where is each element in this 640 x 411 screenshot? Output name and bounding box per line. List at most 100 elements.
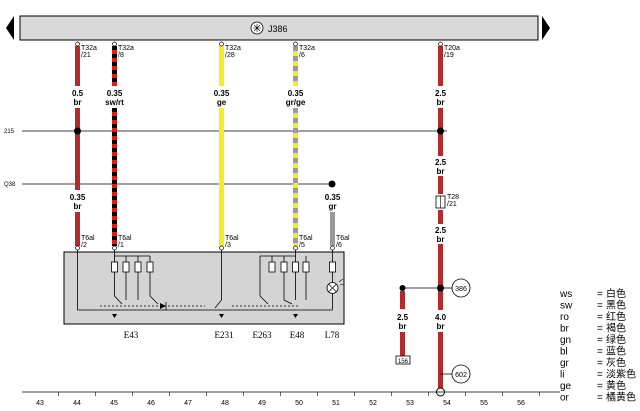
relay-pin-48 (219, 41, 224, 47)
bus-label-215: 215 (4, 129, 15, 135)
switch-conn-48-pin: /3 (225, 242, 231, 249)
legend-eq: = (597, 335, 603, 346)
relay-pin-44 (75, 41, 80, 47)
legend-eq: = (597, 393, 603, 404)
legend-label: 蓝色 (606, 345, 626, 358)
legend-eq: = (597, 289, 603, 300)
switch-pin-48 (219, 245, 224, 251)
column-number: 54 (443, 400, 451, 407)
legend-label: 绿色 (606, 333, 626, 346)
wire-54-seg-4 (438, 210, 443, 224)
j386-bar: J386 (6, 15, 550, 41)
legend-code: ws (559, 289, 572, 300)
legend-code: ge (560, 381, 572, 392)
legend-code: bl (560, 347, 568, 358)
control-unit-symbol-mark (253, 24, 261, 32)
bus-label-q38: Q38 (4, 182, 16, 188)
component-e231: E231 (215, 330, 234, 340)
switch-conn-45-pin: /1 (118, 242, 124, 249)
wire-50-seg-low (293, 108, 298, 246)
w54-top-gauge: 2.5 (435, 89, 447, 98)
w54-low-color: br (437, 235, 445, 244)
wire-51 (328, 180, 336, 246)
relay-pin-54 (438, 41, 443, 47)
w45-gauge: 0.35 (107, 89, 123, 98)
j386-bar-body (19, 15, 539, 41)
w45-color: sw/rt (105, 98, 124, 107)
w54-top-color: br (437, 98, 445, 107)
legend-label: 黑色 (606, 299, 626, 312)
w50-gauge: 0.35 (288, 89, 304, 98)
legend-code: ro (560, 312, 569, 323)
column-number: 51 (332, 400, 340, 407)
wire-51-seg (330, 212, 335, 246)
relay-conn-54-name: T20a (444, 45, 460, 52)
w44-top-color: br (74, 98, 82, 107)
ground-386-circle (451, 278, 471, 298)
wire-54-seg-1 (438, 46, 443, 86)
lamp-cross (328, 283, 337, 293)
w54-low-gauge: 2.5 (435, 226, 447, 235)
switch-conn-51-pin: /6 (336, 242, 342, 249)
wire-53-seg-low (400, 332, 405, 356)
w50-color: gr/ge (286, 98, 306, 107)
legend-code: br (560, 324, 570, 335)
relay-conn-44-name: T32a (81, 45, 97, 52)
legend-label: 橘黄色 (606, 391, 636, 404)
legend-label: 灰色 (606, 356, 626, 369)
column-number: 56 (517, 400, 525, 407)
column-number: 46 (147, 400, 155, 407)
legend-code: sw (560, 301, 573, 312)
switch-block-body (63, 251, 345, 325)
switch-conn-44-pin: /2 (81, 242, 87, 249)
w53-gauge: 2.5 (397, 313, 409, 322)
diode-icon (160, 303, 166, 309)
relay-pin-45 (112, 41, 117, 47)
legend-code: gn (560, 335, 571, 346)
column-number: 48 (221, 400, 229, 407)
t28-connector: T28 /21 (435, 194, 459, 209)
legend-label: 褐色 (606, 322, 626, 335)
right-continue-arrow-icon (542, 16, 550, 40)
component-labels: E43 E231 E263 E48 L78 (124, 330, 340, 340)
w54-bottom-gauge: 4.0 (435, 313, 447, 322)
legend-eq: = (597, 347, 603, 358)
column-number: 49 (258, 400, 266, 407)
component-l78: L78 (325, 330, 340, 340)
wire-44-seg-mid (75, 108, 80, 190)
w54-mid-gauge: 2.5 (435, 158, 447, 167)
w44-low-color: br (74, 202, 82, 211)
legend-code: li (560, 370, 564, 381)
relay-conn-50-pin: /6 (299, 52, 305, 59)
color-legend: ws=白色sw=黑色ro=红色br=褐色gn=绿色bl=蓝色gr=灰色li=淡紫… (559, 287, 636, 404)
wire-spec-labels: 0.5 br 0.35 sw/rt 0.35 ge 0.35 gr/ge 2.5… (70, 89, 447, 331)
legend-label: 淡紫色 (606, 368, 636, 381)
switch-pin-50 (293, 245, 298, 251)
ground-602-label: 602 (455, 372, 467, 379)
switch-conn-50-pin: /5 (299, 242, 305, 249)
legend-eq: = (597, 324, 603, 335)
relay-conn-45-name: T32a (118, 45, 134, 52)
wire-45 (112, 46, 117, 246)
ground-156-label: 156 (398, 359, 409, 365)
w48-color: ge (217, 98, 227, 107)
w48-gauge: 0.35 (214, 89, 230, 98)
switch-conn-45-name: T6al (118, 235, 132, 242)
switch-conn-51-name: T6al (336, 235, 350, 242)
junction-53 (399, 285, 406, 291)
legend-eq: = (597, 381, 603, 392)
w53-color: br (399, 322, 407, 331)
column-number: 52 (369, 400, 377, 407)
legend-eq: = (597, 358, 603, 369)
wire-53: 156 (395, 285, 441, 365)
legend-label: 红色 (606, 310, 626, 323)
switch-conn-44-name: T6al (81, 235, 95, 242)
switch-resistors (111, 261, 336, 273)
legend-code: gr (560, 358, 570, 369)
relay-conn-44-pin: /21 (81, 52, 91, 59)
w54-mid-color: br (437, 167, 445, 176)
relay-connector-labels: T32a /21 T32a /8 T32a /28 T32a /6 T20a /… (75, 41, 460, 59)
switch-internal-wiring (77, 250, 333, 311)
